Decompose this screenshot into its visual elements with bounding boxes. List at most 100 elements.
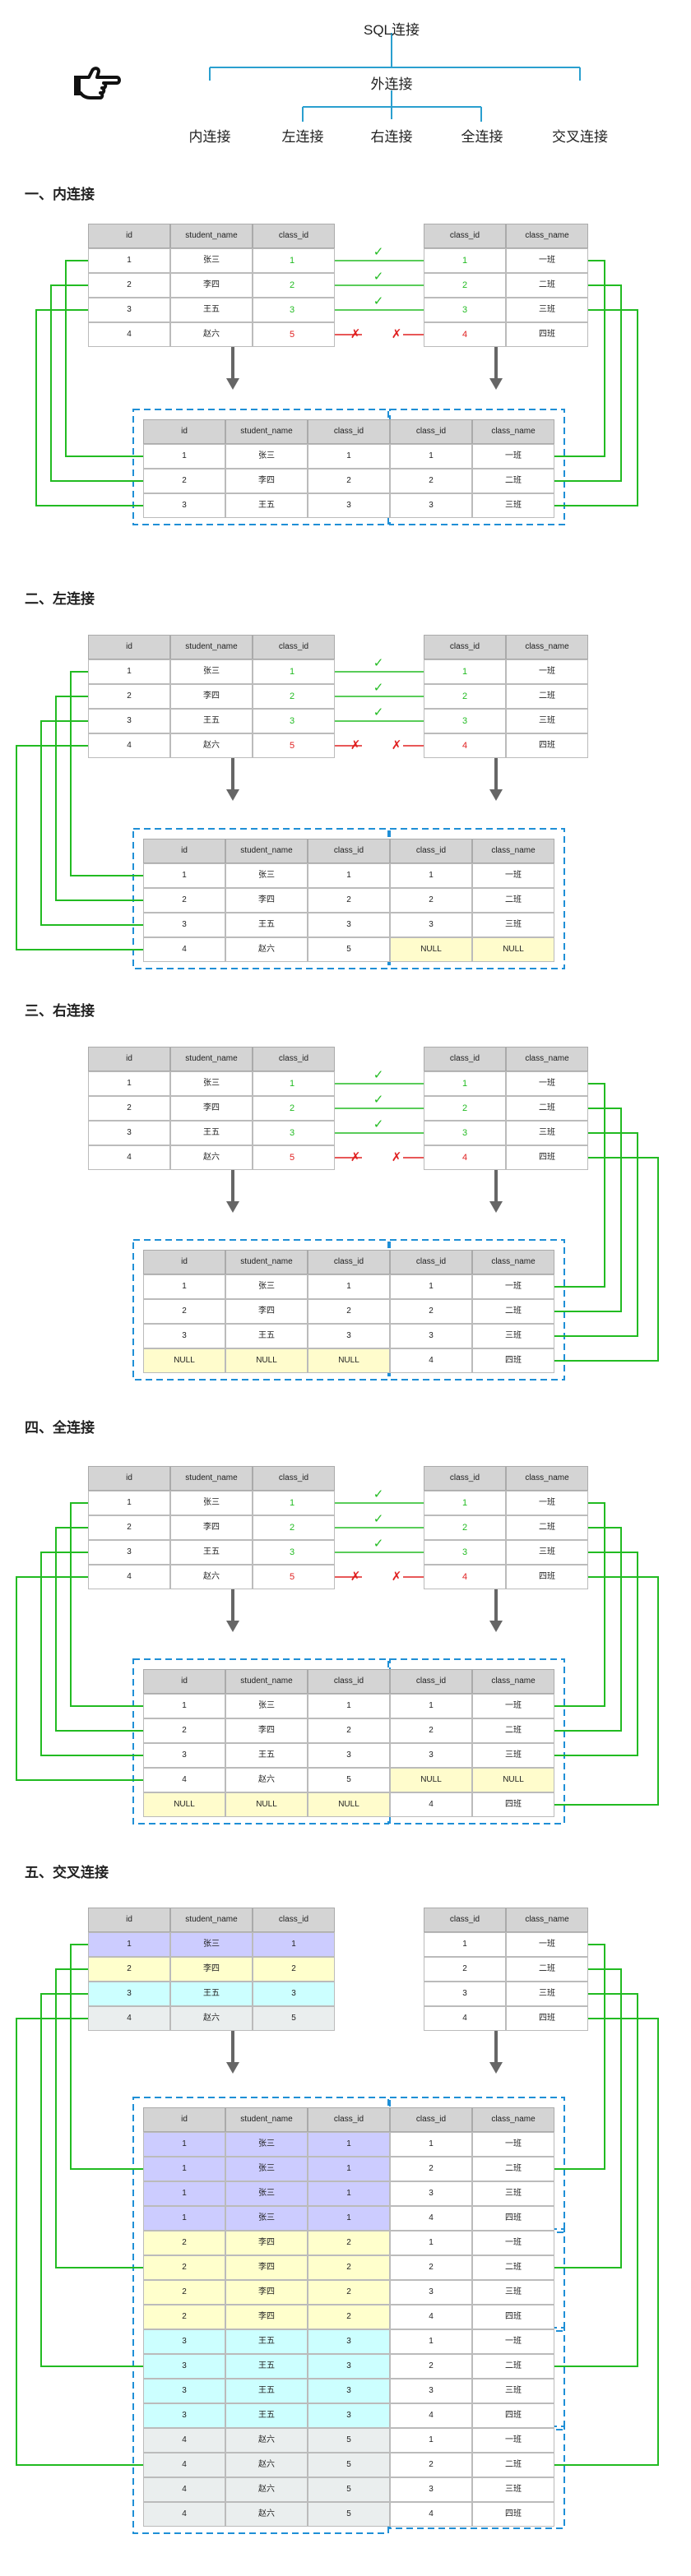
- left-student-header-2-text: class_id: [278, 642, 309, 651]
- right-result-row-0-col-1: 张三: [225, 1274, 308, 1299]
- right-match-ok-1: ✓: [373, 1093, 384, 1107]
- right-result-row-0-col-4: 一班: [472, 1274, 554, 1299]
- cross-result-row-8-col-4: 一班: [472, 2329, 554, 2354]
- cross-result-row-13-col-4: 二班: [472, 2453, 554, 2477]
- cross-result-row-12-col-2: 5: [308, 2428, 390, 2453]
- left-class-classid-0-num: 1: [461, 667, 468, 677]
- cross-result-row-6-col-0-text: 2: [182, 2287, 187, 2296]
- right-student-row-3-col-2: [253, 1145, 335, 1170]
- left-class-row-1-col-0: [424, 684, 506, 709]
- left-class-row-2-col-1: 三班: [506, 709, 588, 733]
- left-left-link-0: [70, 671, 143, 876]
- right-result-row-2-col-3-text: 3: [429, 1331, 434, 1340]
- cross-student-row-2-col-1: 王五: [170, 1982, 253, 2006]
- cross-result-row-13-col-1-text: 赵六: [258, 2460, 275, 2469]
- right-result-header-1-text: student_name: [240, 1257, 293, 1266]
- right-student-row-1-col-0-text: 2: [127, 1103, 132, 1112]
- full-left-link-1: [55, 1527, 143, 1732]
- full-result-row-3-col-1-text: 赵六: [258, 1775, 275, 1784]
- cross-result-row-6-col-3-text: 3: [429, 2287, 434, 2296]
- right-student-header-2-text: class_id: [278, 1054, 309, 1063]
- full-class-row-0-col-1: 一班: [506, 1491, 588, 1515]
- cross-result-row-14-col-2: 5: [308, 2477, 390, 2502]
- inner-match-ok-1: ✓: [373, 270, 384, 284]
- full-result-row-1-col-1-text: 李四: [258, 1726, 275, 1735]
- cross-result-row-7-col-4: 四班: [472, 2305, 554, 2329]
- right-result-row-1-col-3: 2: [390, 1299, 472, 1324]
- cross-result-row-2-col-3-text: 3: [429, 2189, 434, 2198]
- cross-result-row-4-col-3-text: 1: [429, 2238, 434, 2247]
- left-class-row-2-col-0: [424, 709, 506, 733]
- cross-result-row-2-col-3: 3: [390, 2181, 472, 2206]
- full-result-row-2-col-2-text: 3: [346, 1750, 351, 1760]
- left-class-row-1-col-1: 二班: [506, 684, 588, 709]
- full-class-header-1-text: class_name: [525, 1473, 569, 1482]
- cross-student-header-1: student_name: [170, 1908, 253, 1932]
- right-student-row-1-col-0: 2: [88, 1096, 170, 1121]
- left-result-row-2-col-4: 三班: [472, 913, 554, 937]
- left-result-row-2-col-3-text: 3: [429, 920, 434, 929]
- cross-student-row-0-col-0-text: 1: [127, 1940, 132, 1949]
- right-result-row-0-col-4-text: 一班: [505, 1282, 522, 1291]
- right-student-row-2-col-0-text: 3: [127, 1128, 132, 1137]
- left-student-row-0-col-0-text: 1: [127, 667, 132, 676]
- full-result-header-1: student_name: [225, 1669, 308, 1694]
- inner-result-row-1-col-2-text: 2: [346, 476, 351, 485]
- full-right-link-2: [554, 1552, 638, 1756]
- inner-match-ok-2: ✓: [373, 294, 384, 308]
- cross-result-row-7-col-2-text: 2: [346, 2312, 351, 2321]
- cross-right-link-2: [554, 1993, 638, 2367]
- inner-class-row-3-col-0: [424, 322, 506, 347]
- cross-result-row-8-col-4-text: 一班: [505, 2337, 522, 2346]
- left-arrow-right-head: [489, 789, 503, 801]
- full-result-header-1-text: student_name: [240, 1676, 293, 1686]
- full-result-row-3-col-0: 4: [143, 1768, 225, 1792]
- cross-result-row-8-col-3-text: 1: [429, 2337, 434, 2346]
- cross-result-row-2-col-1: 张三: [225, 2181, 308, 2206]
- full-result-row-1-col-0-text: 2: [182, 1726, 187, 1735]
- cross-student-row-3-col-0: 4: [88, 2006, 170, 2031]
- cross-result-row-6-col-1-text: 李四: [258, 2287, 275, 2296]
- cross-result-header-4: class_name: [472, 2107, 554, 2132]
- left-result-header-3: class_id: [390, 839, 472, 863]
- full-student-row-1-col-1-text: 李四: [203, 1523, 220, 1532]
- left-result-row-2-col-2-text: 3: [346, 920, 351, 929]
- full-class-row-1-col-1-text: 二班: [539, 1523, 555, 1532]
- cross-result-row-11-col-3-text: 4: [429, 2411, 434, 2420]
- cross-result-row-15-col-2: 5: [308, 2502, 390, 2527]
- full-student-row-0-col-0: 1: [88, 1491, 170, 1515]
- cross-class-row-0-col-1: 一班: [506, 1932, 588, 1957]
- left-class-header-0: class_id: [424, 635, 506, 659]
- inner-result-row-1-col-1-text: 李四: [258, 476, 275, 485]
- full-result-header-2: class_id: [308, 1669, 390, 1694]
- inner-class-row-3-col-1: 四班: [506, 322, 588, 347]
- cross-result-row-8-col-2-text: 3: [346, 2337, 351, 2346]
- cross-result-row-3-col-2: 1: [308, 2206, 390, 2231]
- left-class-row-3-col-1-text: 四班: [539, 741, 555, 750]
- right-result-row-0-col-2-text: 1: [346, 1282, 351, 1291]
- cross-result-row-0-col-3-text: 1: [429, 2139, 434, 2148]
- right-result-header-0: id: [143, 1250, 225, 1274]
- cross-result-row-2-col-1-text: 张三: [258, 2189, 275, 2198]
- cross-result-row-14-col-2-text: 5: [346, 2485, 351, 2494]
- inner-result-row-0-col-1-text: 张三: [258, 451, 275, 460]
- full-class-classid-1-num: 2: [461, 1523, 468, 1533]
- full-right-link-0: [554, 1502, 605, 1707]
- full-student-row-3-col-1-text: 赵六: [203, 1572, 220, 1581]
- cross-result-row-9-col-0-text: 3: [182, 2361, 187, 2370]
- cross-result-row-5-col-4: 二班: [472, 2255, 554, 2280]
- cross-result-row-5-col-3-text: 2: [429, 2263, 434, 2272]
- cross-result-row-8-col-3: 1: [390, 2329, 472, 2354]
- inner-result-row-2-col-2-text: 3: [346, 501, 351, 510]
- left-student-header-2: class_id: [253, 635, 335, 659]
- inner-class-classid-2-num: 3: [461, 305, 468, 315]
- cross-result-row-6-col-0: 2: [143, 2280, 225, 2305]
- inner-miss-mark-left: ✗: [350, 327, 361, 341]
- full-student-classid-1-num: 2: [289, 1523, 295, 1533]
- cross-result-row-14-col-1: 赵六: [225, 2477, 308, 2502]
- left-student-classid-2-num: 3: [289, 716, 295, 726]
- left-class-row-0-col-1: 一班: [506, 659, 588, 684]
- cross-result-row-0-col-0: 1: [143, 2132, 225, 2157]
- right-student-row-1-col-1: 李四: [170, 1096, 253, 1121]
- cross-class-row-1-col-0: 2: [424, 1957, 506, 1982]
